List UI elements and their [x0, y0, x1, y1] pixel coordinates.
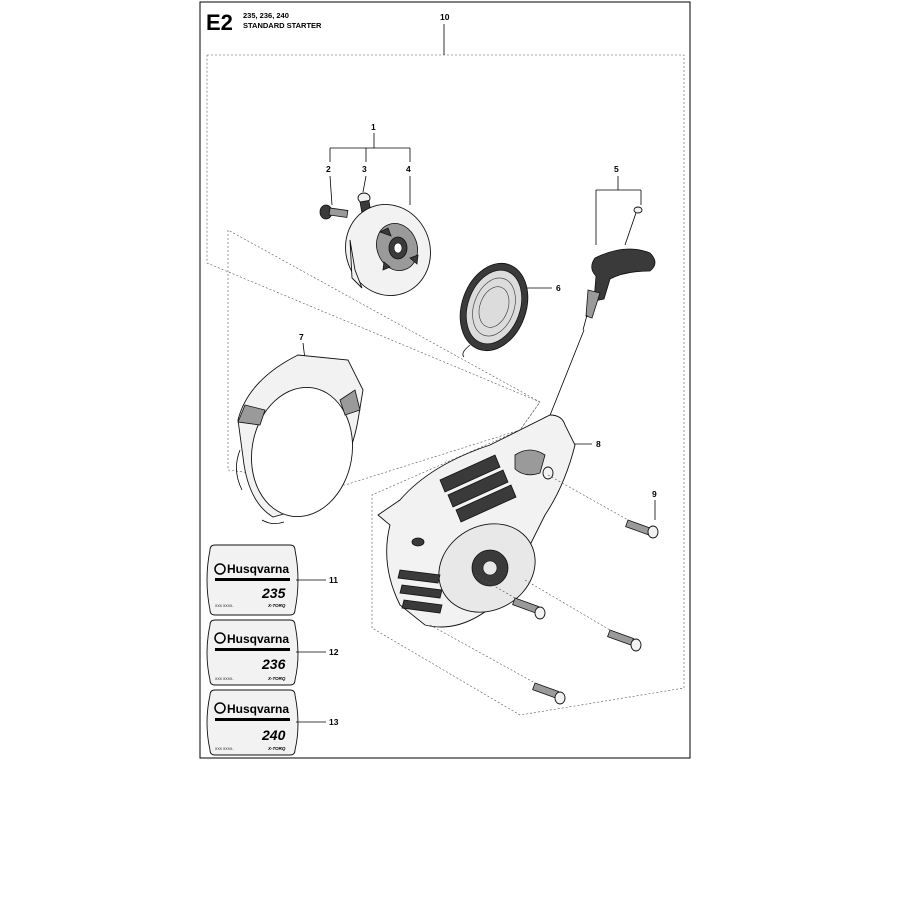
spring-icon — [459, 262, 529, 358]
callout-1: 1 — [371, 122, 376, 132]
handle-icon — [582, 206, 656, 331]
svg-text:XXX XXXX-: XXX XXXX- — [215, 677, 234, 681]
screw-icon — [512, 519, 659, 705]
svg-text:240: 240 — [261, 727, 286, 743]
svg-text:Husqvarna: Husqvarna — [227, 702, 289, 716]
callout-12: 12 — [329, 647, 339, 657]
kit-outline — [206, 54, 685, 716]
section-title: STANDARD STARTER — [243, 21, 322, 30]
page-frame — [199, 1, 691, 759]
callout-5: 5 — [614, 164, 619, 174]
fan-cover-icon — [236, 354, 364, 524]
decal-240: Husqvarna 240 XXX XXXX- X-TORQ — [206, 689, 299, 756]
husqvarna-logo-icon — [214, 702, 226, 714]
callout-4: 4 — [406, 164, 411, 174]
callout-7: 7 — [299, 332, 304, 342]
decal-236: Husqvarna 236 XXX XXXX- X-TORQ — [206, 619, 299, 686]
starter-housing-icon — [377, 414, 576, 628]
section-code: E2 — [206, 10, 233, 35]
svg-text:Husqvarna: Husqvarna — [227, 632, 289, 646]
pulley-icon — [345, 203, 431, 297]
callout-6: 6 — [556, 283, 561, 293]
model-numbers: 235, 236, 240 — [243, 11, 289, 20]
svg-text:XXX XXXX-: XXX XXXX- — [215, 747, 234, 751]
decal-235: Husqvarna 235 XXX XXXX- X-TORQ — [206, 544, 299, 616]
callout-13: 13 — [329, 717, 339, 727]
callout-11: 11 — [329, 575, 338, 585]
husqvarna-logo-icon — [214, 632, 226, 644]
callout-3: 3 — [362, 164, 367, 174]
svg-text:X-TORQ: X-TORQ — [267, 676, 286, 681]
svg-text:X-TORQ: X-TORQ — [267, 746, 286, 751]
svg-text:XXX XXXX-: XXX XXXX- — [215, 604, 234, 608]
husqvarna-logo-icon — [214, 563, 226, 575]
screw-icon — [319, 204, 349, 220]
callout-9: 9 — [652, 489, 657, 499]
callout-2: 2 — [326, 164, 331, 174]
svg-text:Husqvarna: Husqvarna — [227, 562, 289, 576]
callout-8: 8 — [596, 439, 601, 449]
callout-10: 10 — [440, 12, 450, 22]
svg-text:X-TORQ: X-TORQ — [267, 603, 286, 608]
svg-text:235: 235 — [261, 585, 286, 601]
svg-text:236: 236 — [261, 656, 286, 672]
